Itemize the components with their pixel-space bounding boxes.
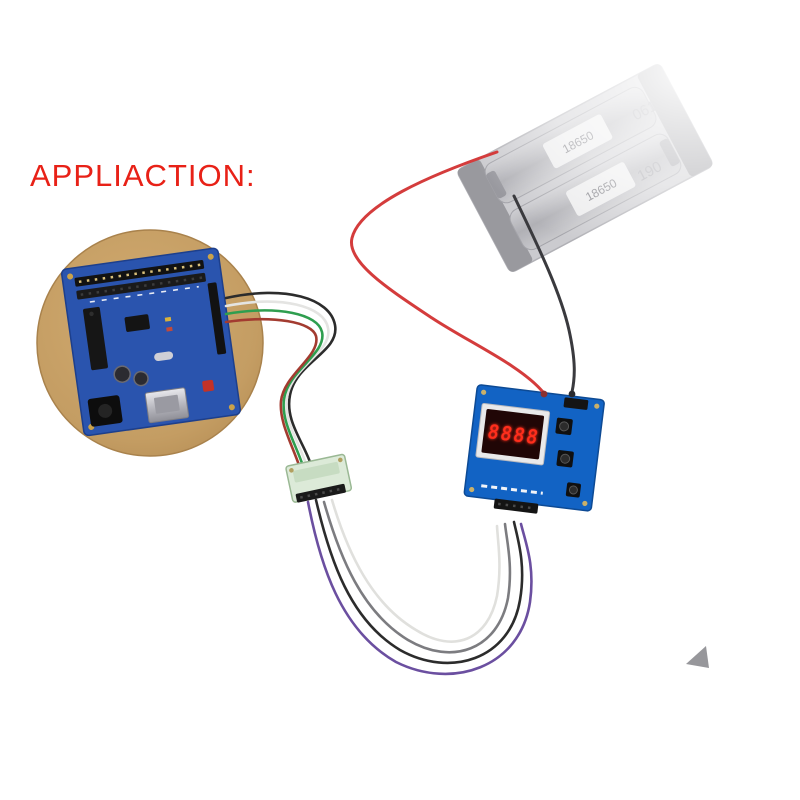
solder-joint-black (568, 390, 576, 398)
mount-hole (67, 273, 74, 280)
overexposure-fade (420, 10, 790, 310)
solder-joint-red (540, 390, 548, 398)
power-terminal (563, 397, 589, 410)
loop-wire-black (314, 498, 524, 665)
loop-wire-purple (306, 500, 533, 676)
module-hole (469, 486, 475, 493)
pin-header-side (207, 282, 227, 355)
module-pin-holes (498, 502, 535, 510)
adapter-pad-area (292, 461, 340, 483)
battery-power-wires (350, 150, 576, 398)
pin-header-row2 (76, 272, 206, 300)
watermark-triangle (686, 646, 709, 668)
status-led (166, 326, 173, 332)
tact-button-set (565, 482, 581, 498)
arduino-jumper-wires (224, 291, 337, 470)
green-adapter-module (285, 453, 353, 503)
adapter-hole (338, 457, 343, 463)
jumper-wire-green (224, 309, 324, 468)
module-hole (594, 403, 600, 409)
jumper-wire-white (224, 300, 330, 466)
power-wire-red (350, 150, 545, 394)
jumper-wire-red (224, 317, 318, 470)
pin-header-row1 (74, 260, 205, 287)
module-silkscreen (481, 484, 543, 495)
microcontroller-chip (83, 306, 108, 371)
module-hole (582, 500, 588, 507)
mount-hole (228, 404, 235, 411)
usb-interface-chip (124, 314, 150, 332)
power-jack-opening (98, 403, 113, 418)
power-led (164, 316, 172, 322)
loop-jumper-wires (306, 498, 533, 676)
loop-wire-gray (322, 500, 512, 654)
display-module: 8888 (463, 384, 605, 514)
crystal-oscillator (154, 351, 174, 362)
loop-wire-white (330, 498, 501, 643)
display-face (481, 408, 545, 460)
module-pin-header (493, 498, 539, 514)
chip-notch (89, 311, 94, 317)
application-title: APPLIACTION: (30, 158, 256, 193)
usb-connector-inner (153, 394, 180, 414)
adapter-pin-connector (295, 483, 346, 503)
module-hole (481, 389, 487, 395)
capacitor (133, 370, 149, 387)
capacitor (113, 365, 131, 383)
reset-button (202, 379, 215, 392)
tact-button-up (555, 417, 573, 436)
tact-button-down (556, 450, 574, 468)
jumper-wire-black (224, 291, 337, 464)
arduino-board (60, 247, 242, 437)
mount-hole (207, 253, 214, 260)
adapter-hole (289, 468, 294, 473)
power-wire-black (512, 194, 576, 394)
